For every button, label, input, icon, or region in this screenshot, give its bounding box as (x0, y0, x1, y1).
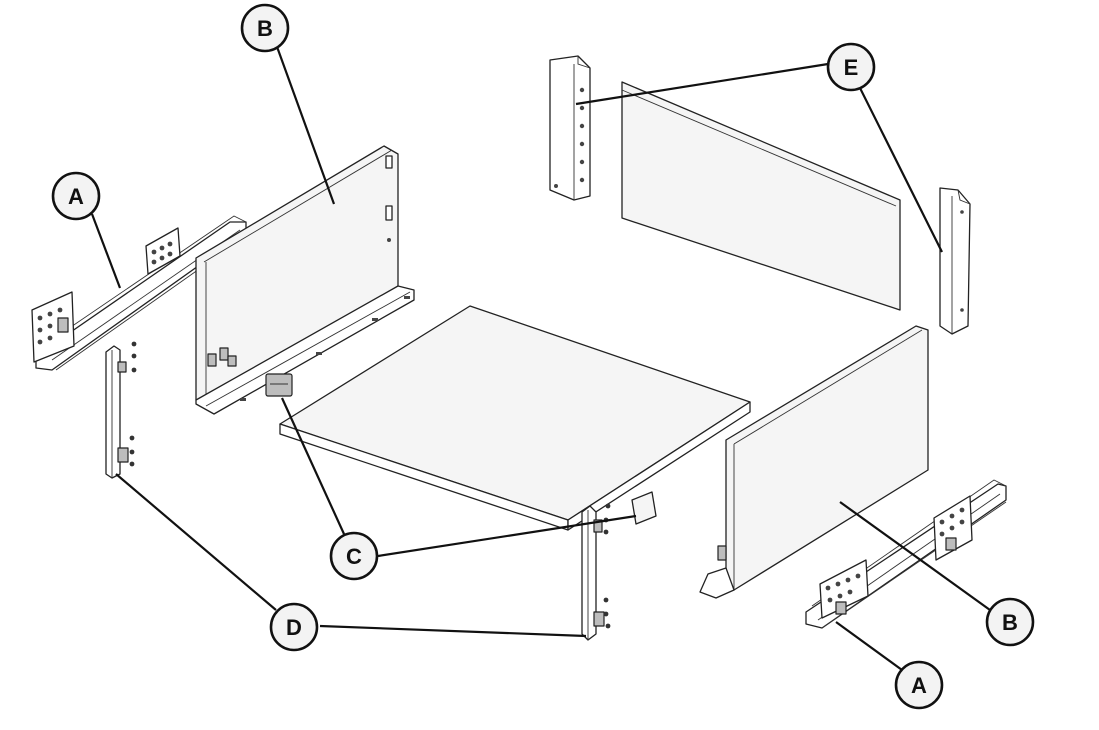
leader-c-left (280, 397, 346, 535)
callout-c-label: C (346, 544, 362, 569)
callout-b-right: B (985, 597, 1035, 647)
callout-c: C (329, 531, 379, 581)
drawer-runner-right (805, 479, 1007, 629)
callout-a-right-label: A (911, 673, 927, 698)
rear-bracket-left (549, 55, 591, 201)
rear-bracket-right (939, 187, 971, 335)
callout-e: E (826, 42, 876, 92)
leader-e-right (859, 87, 943, 253)
leader-b-right (839, 501, 991, 611)
callout-e-label: E (844, 55, 859, 80)
callout-d: D (269, 602, 319, 652)
callout-a-right: A (894, 660, 944, 710)
drawer-base-panel (279, 305, 751, 531)
callout-b-left-label: B (257, 16, 273, 41)
rear-panel (621, 81, 901, 311)
leader-d-right (319, 624, 587, 638)
leader-d-left (115, 473, 277, 611)
front-fixing-bracket-right (581, 503, 611, 641)
callout-b-right-label: B (1002, 610, 1018, 635)
callout-a-left-label: A (68, 184, 84, 209)
leader-a-right (835, 621, 903, 671)
side-panel-cover-cap-left (265, 373, 293, 397)
leader-e-left (575, 62, 829, 106)
front-fixing-bracket-left (105, 341, 137, 479)
drawer-runner-left (31, 215, 247, 371)
leader-c-right (377, 514, 637, 558)
leader-a-left (90, 213, 122, 289)
drawer-side-panel-left (195, 145, 415, 415)
callout-b-left: B (240, 3, 290, 53)
leader-b-left (274, 43, 336, 205)
leader-lines (90, 43, 991, 671)
callout-d-label: D (286, 615, 302, 640)
callout-a-left: A (51, 171, 101, 221)
drawer-side-panel-right (699, 325, 929, 599)
side-panel-cover-cap-right (631, 491, 657, 525)
